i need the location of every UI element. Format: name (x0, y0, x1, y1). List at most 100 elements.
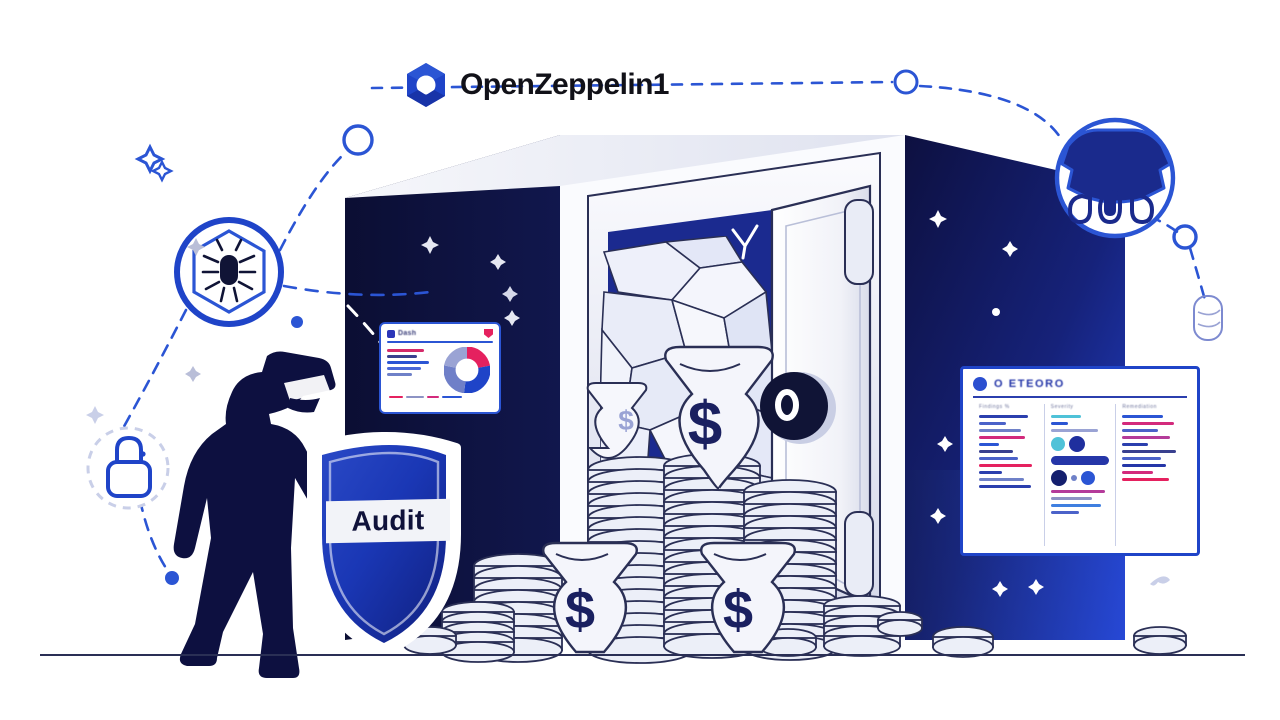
report-chip (1080, 471, 1095, 485)
report-text-line (1122, 422, 1174, 425)
analytics-legend-chip (427, 396, 439, 398)
report-header: O ETEORO (973, 377, 1187, 391)
analytics-legend-chip (442, 396, 462, 398)
node-dot-top-left (342, 124, 374, 156)
donut-hole (460, 363, 474, 377)
report-column-header: Severity (1050, 404, 1074, 410)
alert-badge-icon (484, 329, 493, 338)
donut-segment-high (444, 347, 490, 393)
hacker-centre-drip (1104, 182, 1116, 216)
capsule-node (1193, 295, 1223, 341)
money-bag: $ (664, 345, 774, 491)
report-chip (1068, 436, 1085, 452)
bug-hexagon-icon[interactable] (174, 217, 284, 327)
report-text-line (1122, 436, 1171, 439)
padlock-shackle (115, 435, 143, 462)
report-columns: Findings % Severity Remediation (973, 404, 1187, 546)
shield-audit-label: Audit (326, 498, 450, 544)
analytics-legend-chip (406, 396, 424, 398)
coin-stack (441, 601, 515, 663)
report-text-line (1122, 464, 1166, 467)
bag-dollar-glyph: $ (723, 580, 753, 640)
donut-segment-low (444, 347, 490, 393)
vault-hinge-top (844, 199, 874, 285)
bug-icon (201, 238, 257, 303)
node-dot-small-left (291, 316, 303, 328)
padlock-keyhole-dot (140, 451, 146, 457)
report-text-line (1122, 471, 1153, 474)
bag-dollar-glyph: $ (688, 390, 722, 459)
sparkles (86, 143, 1170, 597)
hacker-hood (1060, 128, 1172, 204)
node-dot-right (1172, 224, 1198, 250)
report-text-line (1050, 429, 1098, 432)
analytics-legend-chips (387, 396, 493, 398)
report-text-line (1122, 429, 1158, 432)
loose-coin (932, 626, 994, 658)
report-text-line (1050, 511, 1079, 514)
analytics-bar (387, 373, 412, 376)
bag-dollar-glyph: $ (618, 405, 634, 436)
report-text-line (1122, 450, 1177, 453)
brand-lockup: OpenZeppelin1 (404, 62, 670, 108)
severity-donut-chart (444, 347, 490, 393)
masked-hacker-icon[interactable] (1054, 117, 1176, 239)
loose-coin (1133, 626, 1187, 655)
node-dot-top-right (893, 69, 919, 95)
report-chip-row (1050, 436, 1110, 452)
analytics-bar (387, 349, 425, 352)
analytics-legend-chip (389, 396, 403, 398)
report-text-line (1050, 422, 1069, 425)
analytics-bar (387, 361, 430, 364)
report-chip (1050, 437, 1065, 451)
hacker-hands (1067, 189, 1155, 225)
report-column-header: Remediation (1122, 404, 1158, 410)
report-text-line (979, 415, 1029, 418)
report-text-line (979, 457, 1018, 460)
report-chip (1050, 470, 1067, 486)
report-column-header: Findings % (979, 404, 1010, 410)
analytics-card-header: Dash (387, 329, 493, 338)
audit-report-panel[interactable]: O ETEORO Findings % Severity Remediation (960, 366, 1200, 556)
report-text-line (1050, 497, 1092, 500)
analytics-card-body (387, 347, 493, 393)
money-bag: $ (542, 541, 638, 654)
shield-audit-text: Audit (351, 504, 425, 537)
audit-shield[interactable] (307, 432, 461, 657)
analytics-card[interactable]: Dash (379, 322, 501, 414)
report-chip-row (1050, 470, 1110, 486)
report-highlight-pill (1050, 456, 1110, 465)
brand-wordmark: OpenZeppelin1 (460, 68, 670, 101)
analytics-bar (387, 367, 421, 370)
bag-dollar-glyph: $ (565, 580, 595, 640)
money-bag: $ (586, 382, 648, 460)
report-text-line (1122, 457, 1162, 460)
loose-coin (877, 611, 923, 637)
vault-dial-glyph (775, 389, 799, 421)
report-text-line (979, 464, 1032, 467)
donut-segment-medium (444, 347, 490, 393)
report-text-line (1122, 415, 1164, 418)
openzeppelin-logo-mark (407, 63, 445, 107)
padlock-icon[interactable] (86, 426, 170, 510)
report-status-badge (973, 377, 987, 391)
money-bag: $ (700, 541, 796, 654)
report-column-1: Findings % (973, 404, 1044, 546)
capsule-node-lines (1197, 309, 1221, 328)
report-text-line (1122, 443, 1149, 446)
burglar-silhouette (173, 351, 338, 678)
report-column-3: Remediation (1115, 404, 1187, 546)
report-column-2: Severity (1043, 404, 1116, 546)
report-text-line (1050, 490, 1105, 493)
report-text-line (1050, 504, 1102, 507)
node-dot-bottom-left (165, 571, 179, 585)
analytics-card-title-group: Dash (387, 329, 416, 338)
report-text-line (979, 422, 1006, 425)
vault-hinge-bottom (844, 511, 874, 597)
report-text-line (979, 471, 1003, 474)
report-divider (973, 396, 1187, 398)
report-chip (1070, 475, 1077, 481)
report-text-line (979, 485, 1031, 488)
report-text-line (979, 429, 1022, 432)
